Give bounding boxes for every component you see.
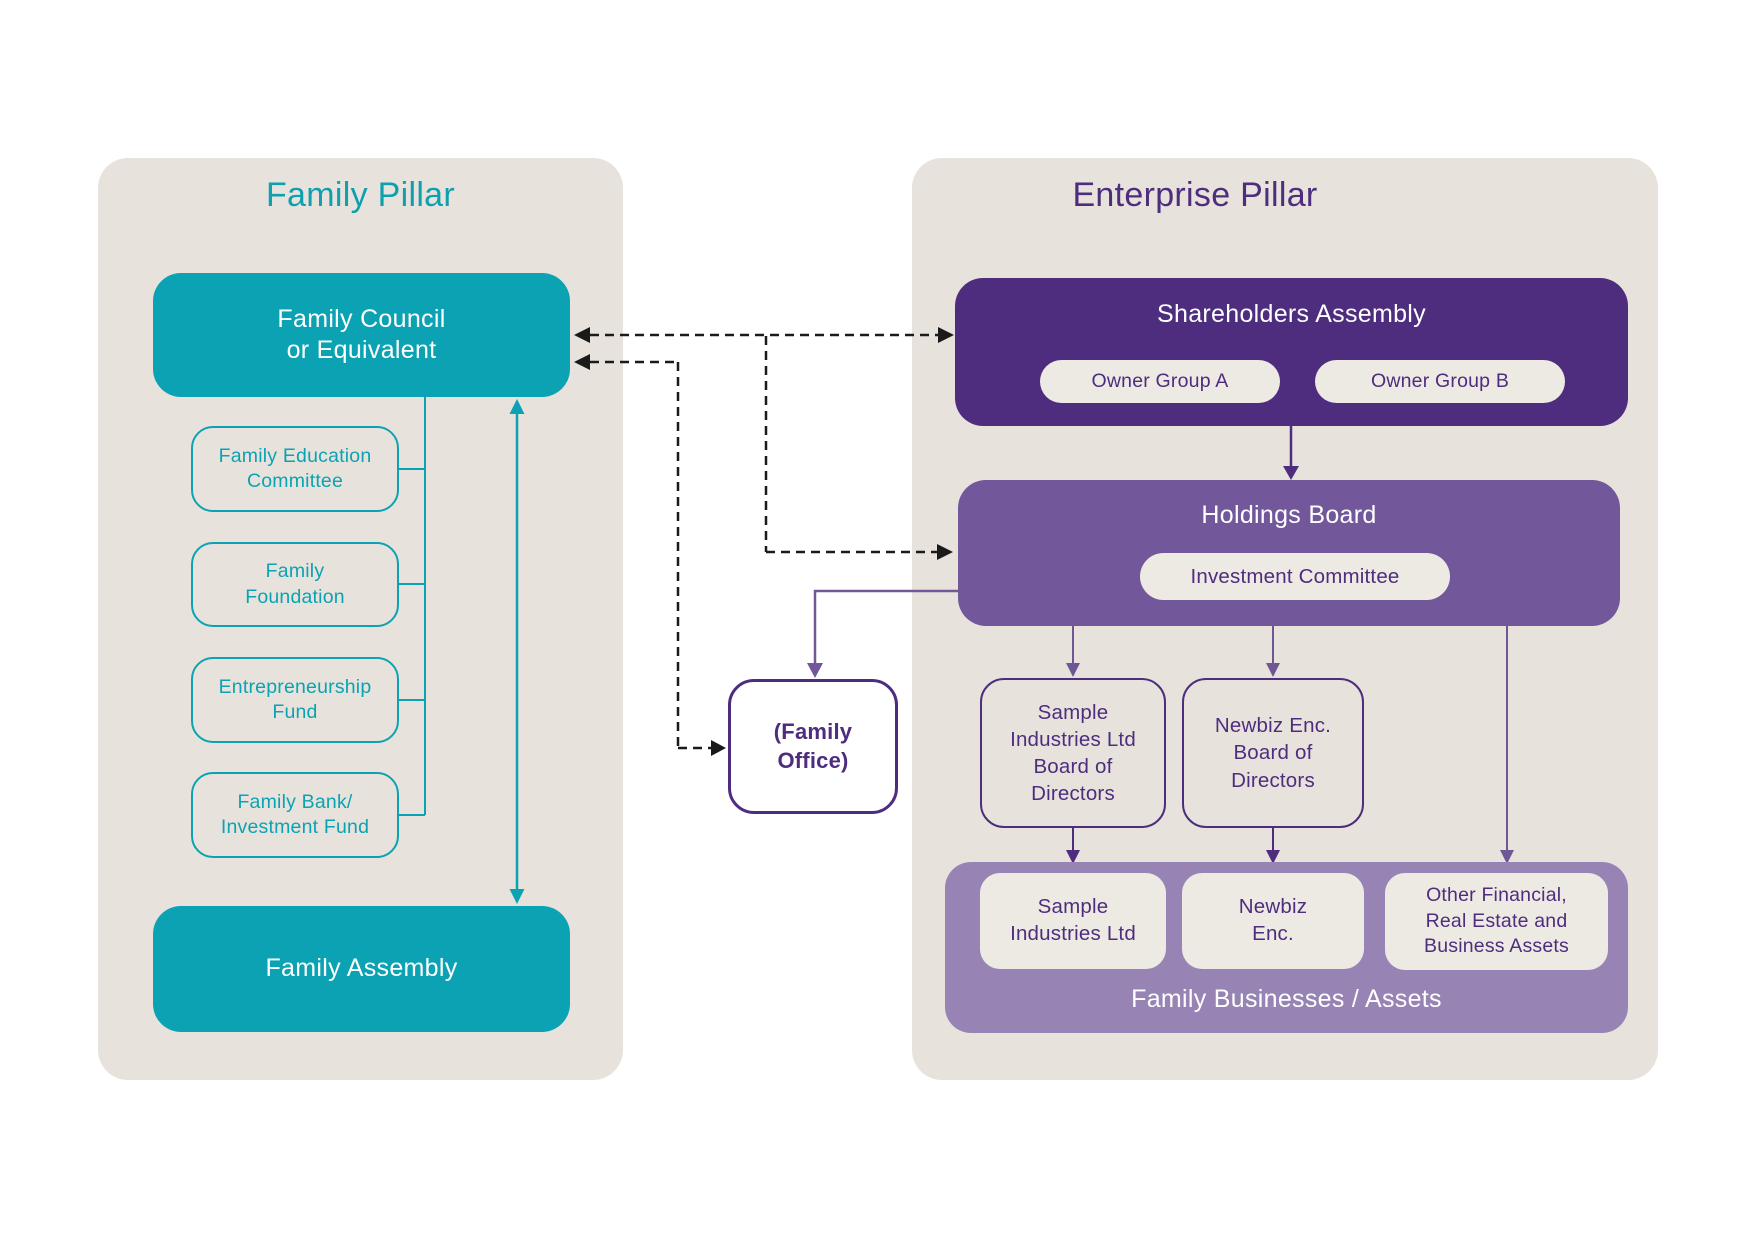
family-bank-investment-fund-box: Family Bank/ Investment Fund <box>191 772 399 858</box>
family-office-label: (Family Office) <box>773 718 853 773</box>
owner-group-b-pill: Owner Group B <box>1315 360 1565 403</box>
family-education-committee-label: Family Education Committee <box>218 444 372 492</box>
owner-group-a-label: Owner Group A <box>1091 370 1229 392</box>
newbiz-board-label: Newbiz Enc. Board of Directors <box>1214 714 1332 792</box>
sample-industries-label: Sample Industries Ltd <box>1010 895 1136 945</box>
family-foundation-label: Family Foundation <box>245 560 345 608</box>
family-assembly-box: Family Assembly <box>153 906 570 1032</box>
sample-industries-board-label: Sample Industries Ltd Board of Directors <box>1010 700 1136 806</box>
family-council-label: Family Council or Equivalent <box>277 304 446 364</box>
newbiz-label: Newbiz Enc. <box>1238 895 1308 945</box>
shareholders-assembly-label: Shareholders Assembly <box>1157 300 1426 328</box>
family-education-committee-box: Family Education Committee <box>191 426 399 512</box>
family-office-box: (Family Office) <box>728 679 898 814</box>
entrepreneurship-fund-label: Entrepreneurship Fund <box>218 675 372 723</box>
newbiz-box: Newbiz Enc. <box>1182 873 1364 969</box>
other-assets-label: Other Financial, Real Estate and Busines… <box>1424 884 1569 958</box>
enterprise-pillar-title: Enterprise Pillar <box>1072 176 1318 214</box>
sample-industries-board-box: Sample Industries Ltd Board of Directors <box>980 678 1166 828</box>
holdings-board-label: Holdings Board <box>1201 501 1377 529</box>
family-bank-investment-fund-label: Family Bank/ Investment Fund <box>220 790 370 838</box>
family-assembly-label: Family Assembly <box>265 954 458 983</box>
sample-industries-box: Sample Industries Ltd <box>980 873 1166 969</box>
entrepreneurship-fund-box: Entrepreneurship Fund <box>191 657 399 743</box>
newbiz-board-box: Newbiz Enc. Board of Directors <box>1182 678 1364 828</box>
family-businesses-assets-caption: Family Businesses / Assets <box>1131 985 1442 1013</box>
family-council-box: Family Council or Equivalent <box>153 273 570 397</box>
investment-committee-pill: Investment Committee <box>1140 553 1450 600</box>
council-shareholders-dashed-arrow <box>574 327 954 343</box>
owner-group-b-label: Owner Group B <box>1370 370 1510 392</box>
shareholders-assembly-box: Shareholders Assembly <box>955 278 1628 426</box>
investment-committee-label: Investment Committee <box>1190 564 1400 588</box>
family-pillar-title: Family Pillar <box>265 176 456 214</box>
family-foundation-box: Family Foundation <box>191 542 399 627</box>
owner-group-a-pill: Owner Group A <box>1040 360 1280 403</box>
other-assets-box: Other Financial, Real Estate and Busines… <box>1385 873 1608 970</box>
